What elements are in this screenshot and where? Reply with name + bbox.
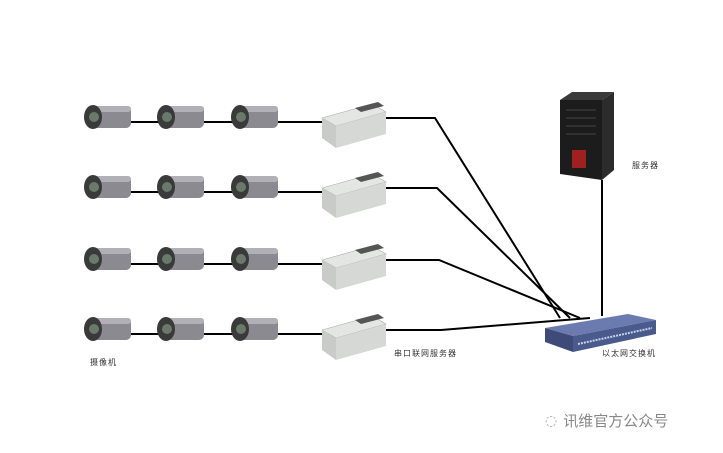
camera-label: 摄像机 [90,358,117,367]
camera-lens [89,182,99,192]
device-front [336,254,386,290]
camera-icon [157,175,204,199]
camera-hood [166,176,204,182]
camera-hood [240,176,278,182]
camera-icon [157,247,204,271]
server-label: 服务器 [632,161,659,170]
camera-icon [231,105,278,129]
camera-hood [166,248,204,254]
camera-lens [236,254,246,264]
camera-icon [84,175,131,199]
device-front [336,112,386,148]
tower-side [602,92,614,180]
camera-hood [93,176,131,182]
switch-label: 以太网交换机 [602,349,656,358]
switch-ports [577,327,653,345]
camera-icon [157,105,204,129]
camera-lens [162,324,172,334]
camera-lens [89,324,99,334]
watermark: ◌ 讯维官方公众号 [545,410,668,431]
server-tower-icon [560,92,614,180]
camera-icon [231,317,278,341]
camera-hood [240,318,278,324]
camera-lens [89,254,99,264]
camera-hood [93,318,131,324]
camera-lens [162,112,172,122]
camera-icon [84,317,131,341]
tower-bay [572,150,586,168]
device-front [336,324,386,360]
camera-hood [93,106,131,112]
serial-server-icon [321,314,387,360]
serial-server-icon [321,102,387,148]
camera-icon [231,247,278,271]
device-side [322,260,336,290]
camera-lens [162,182,172,192]
uplink-cable [383,187,571,319]
camera-lens [89,112,99,122]
device-label [355,172,384,182]
device-side [322,330,336,360]
device-front [336,182,386,218]
device-label [355,102,384,112]
uplink-cable [383,259,581,319]
uplink-cable [383,117,561,319]
tower-front [560,100,602,180]
watermark-text: 讯维官方公众号 [563,412,669,430]
camera-hood [240,248,278,254]
camera-hood [166,318,204,324]
camera-hood [93,248,131,254]
serial-server-label: 串口联网服务器 [394,349,457,358]
camera-lens [236,112,246,122]
wechat-icon: ◌ [545,412,558,429]
camera-hood [166,106,204,112]
camera-hood [240,106,278,112]
camera-icon [84,105,131,129]
switch-top [545,314,656,336]
device-side [322,188,336,218]
device-label [355,314,384,324]
tower-top [560,92,614,100]
camera-lens [162,254,172,264]
device-side [322,118,336,148]
serial-server-icon [321,244,387,290]
ethernet-switch-icon [545,314,656,352]
camera-lens [236,324,246,334]
device-label [355,244,384,254]
camera-lens [236,182,246,192]
camera-icon [84,247,131,271]
serial-server-icon [321,172,387,218]
uplink-cable [383,317,591,331]
camera-icon [231,175,278,199]
camera-icon [157,317,204,341]
switch-side [545,328,573,352]
